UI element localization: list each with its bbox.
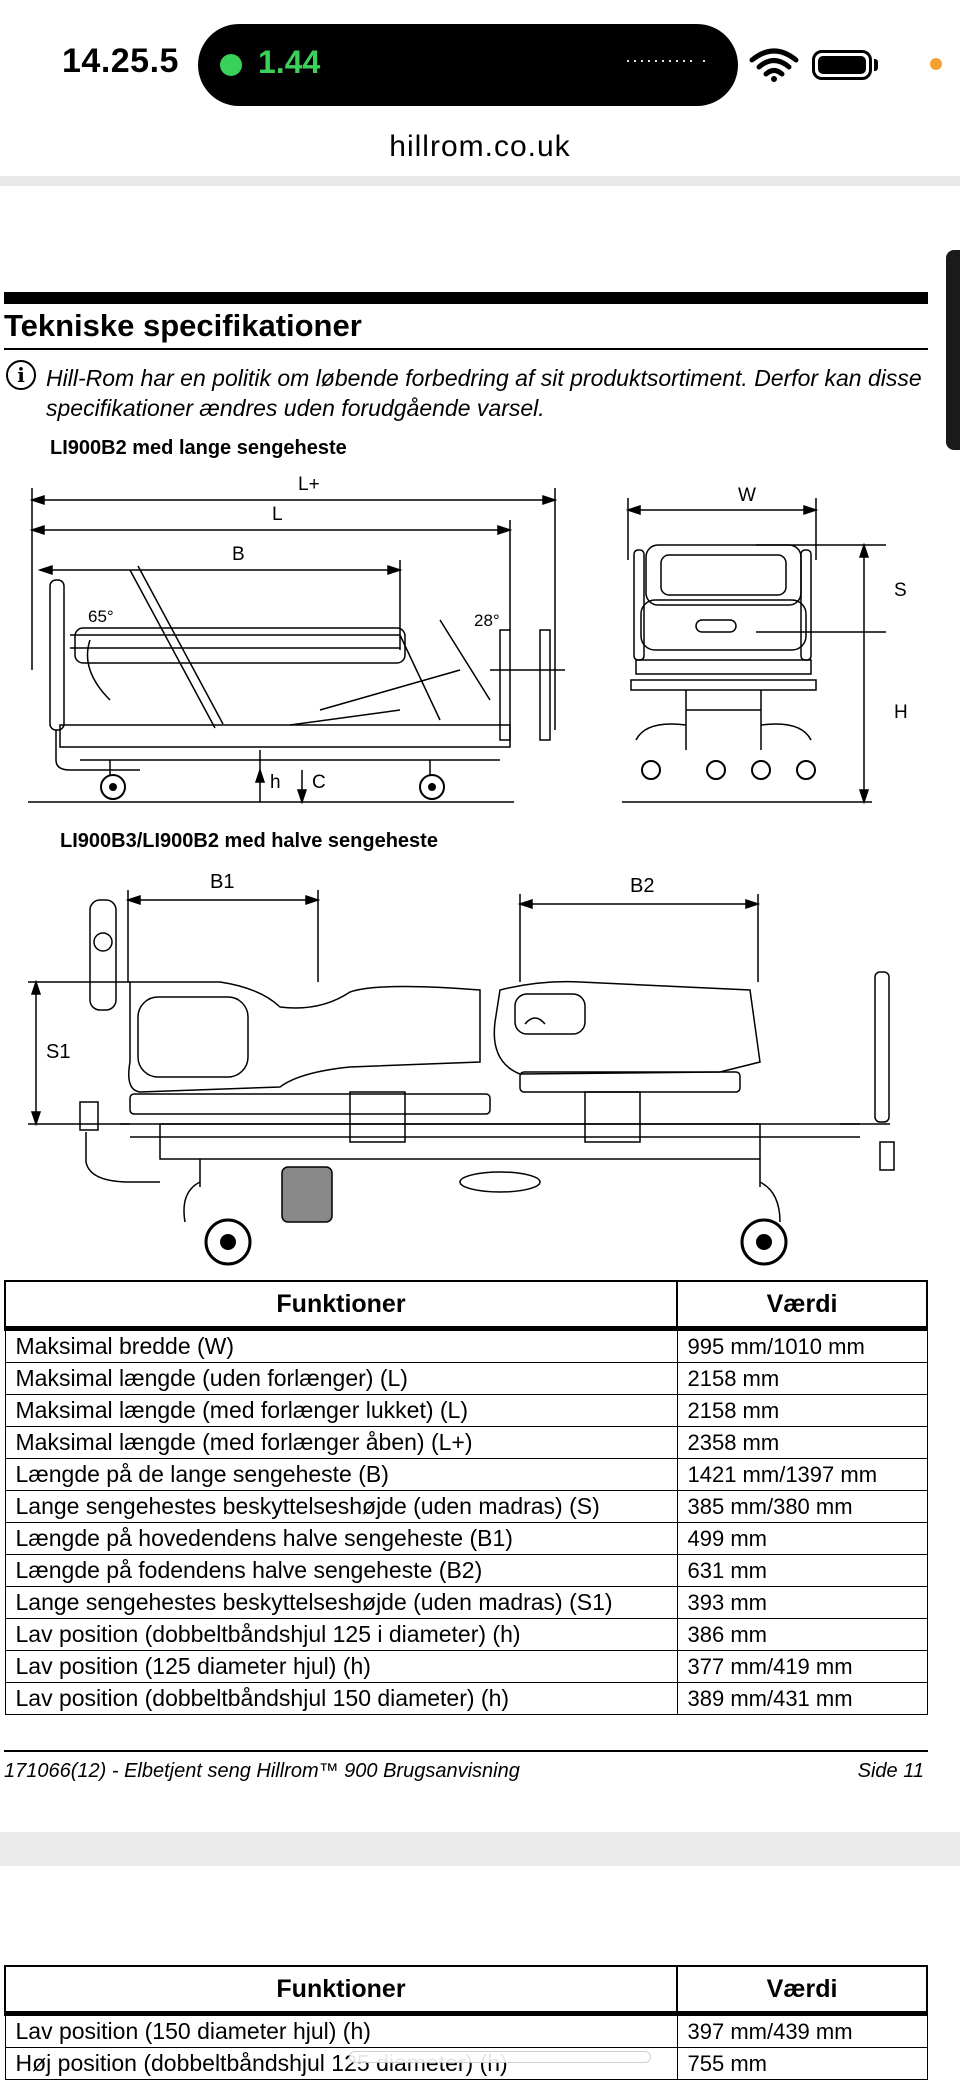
table-row: Lav position (dobbeltbåndshjul 125 i dia…: [4, 1618, 928, 1651]
label-b2: B2: [630, 875, 654, 897]
bed-half-rails-diagram: B1 B2 S1: [28, 871, 895, 1266]
label-angle-head: 65°: [88, 607, 114, 626]
row-label: Lav position (150 diameter hjul) (h): [4, 2013, 678, 2048]
table-row: Lav position (125 diameter hjul) (h)377 …: [4, 1650, 928, 1683]
mic-indicator-icon: [930, 58, 942, 70]
row-value: 393 mm: [676, 1586, 928, 1619]
table-row: Maksimal bredde (W)995 mm/1010 mm: [4, 1328, 928, 1363]
table-row: Lange sengehestes beskyttelseshøjde (ude…: [4, 1586, 928, 1619]
battery-tip: [874, 59, 878, 71]
label-b1: B1: [210, 871, 234, 893]
page-title: Tekniske specifikationer: [4, 308, 362, 343]
row-value: 385 mm/380 mm: [676, 1490, 928, 1523]
table-row: Lav position (150 diameter hjul) (h)397 …: [4, 2013, 928, 2048]
table-row: Maksimal længde (med forlænger lukket) (…: [4, 1394, 928, 1427]
status-bar: 14.25.5 1.44 ·········· · hillrom.co.uk: [0, 0, 960, 163]
label-h: h: [270, 772, 281, 793]
label-l: L: [272, 504, 283, 525]
row-label: Maksimal længde (med forlænger åben) (L+…: [4, 1426, 678, 1459]
label-w: W: [738, 485, 756, 506]
row-value: 499 mm: [676, 1522, 928, 1555]
label-lplus: L+: [298, 474, 320, 495]
address-bar-url[interactable]: hillrom.co.uk: [389, 130, 571, 163]
wifi-icon: [749, 48, 799, 82]
label-b: B: [232, 544, 245, 565]
row-value: 386 mm: [676, 1618, 928, 1651]
table-row: Længde på fodendens halve sengeheste (B2…: [4, 1554, 928, 1587]
title-underline: [4, 348, 928, 350]
audio-waveform: ·········· ·: [625, 50, 708, 70]
column-header-functions: Funktioner: [4, 1965, 678, 2016]
label-s: S: [894, 580, 907, 601]
row-label: Lange sengehestes beskyttelseshøjde (ude…: [4, 1586, 678, 1619]
section-rule: [4, 292, 928, 304]
row-label: Længde på hovedendens halve sengeheste (…: [4, 1522, 678, 1555]
row-value: 397 mm/439 mm: [676, 2013, 928, 2048]
row-value: 1421 mm/1397 mm: [676, 1458, 928, 1491]
scrollbar-handle[interactable]: [946, 250, 960, 450]
table-row: Længde på hovedendens halve sengeheste (…: [4, 1522, 928, 1555]
label-c: C: [312, 772, 326, 793]
row-label: Lav position (125 diameter hjul) (h): [4, 1650, 678, 1683]
column-header-functions: Funktioner: [4, 1280, 678, 1331]
row-value: 755 mm: [676, 2047, 928, 2080]
column-header-value: Værdi: [676, 1280, 928, 1331]
column-header-value: Værdi: [676, 1965, 928, 2016]
row-label: Maksimal længde (uden forlænger) (L): [4, 1362, 678, 1395]
row-value: 2158 mm: [676, 1394, 928, 1427]
row-label: Lav position (dobbeltbåndshjul 125 i dia…: [4, 1618, 678, 1651]
row-value: 995 mm/1010 mm: [676, 1328, 928, 1363]
call-timer: 1.44: [258, 44, 321, 80]
row-value: 2358 mm: [676, 1426, 928, 1459]
toolbar-divider: [0, 176, 960, 186]
bed-end-view-diagram: W S H: [622, 485, 908, 805]
spec-table: Funktioner Værdi Maksimal bredde (W)995 …: [4, 1280, 928, 1715]
label-s1: S1: [46, 1041, 70, 1063]
footer-rule: [4, 1750, 928, 1752]
diagram-title-half-rails: LI900B3/LI900B2 med halve sengeheste: [60, 830, 438, 852]
row-label: Lange sengehestes beskyttelseshøjde (ude…: [4, 1490, 678, 1523]
info-icon: i: [6, 360, 36, 390]
table-row: Lav position (dobbeltbåndshjul 150 diame…: [4, 1682, 928, 1715]
call-indicator-icon: [220, 54, 242, 76]
row-value: 631 mm: [676, 1554, 928, 1587]
dynamic-island[interactable]: 1.44 ·········· ·: [198, 24, 738, 106]
row-label: Længde på de lange sengeheste (B): [4, 1458, 678, 1491]
row-label: Længde på fodendens halve sengeheste (B2…: [4, 1554, 678, 1587]
battery-icon: [812, 50, 872, 80]
bed-side-view-diagram: L+ L B 65° 28° h C: [28, 474, 565, 805]
label-hh: H: [894, 702, 908, 723]
table-row: Lange sengehestes beskyttelseshøjde (ude…: [4, 1490, 928, 1523]
row-label: Maksimal længde (med forlænger lukket) (…: [4, 1394, 678, 1427]
row-label: Maksimal bredde (W): [4, 1328, 678, 1363]
table-row: Maksimal længde (med forlænger åben) (L+…: [4, 1426, 928, 1459]
row-value: 389 mm/431 mm: [676, 1682, 928, 1715]
diagram-title-long-rails: LI900B2 med lange sengeheste: [50, 437, 347, 459]
table-header-row: Funktioner Værdi: [4, 1965, 928, 2016]
spec-table-continued: Funktioner Værdi Lav position (150 diame…: [4, 1965, 928, 2080]
page-separator: [0, 1832, 960, 1866]
row-value: 377 mm/419 mm: [676, 1650, 928, 1683]
row-value: 2158 mm: [676, 1362, 928, 1395]
table-row: Længde på de lange sengeheste (B)1421 mm…: [4, 1458, 928, 1491]
table-row: Maksimal længde (uden forlænger) (L)2158…: [4, 1362, 928, 1395]
status-time: 14.25.5: [62, 42, 179, 80]
document-footer: 171066(12) - Elbetjent seng Hillrom™ 900…: [4, 1760, 520, 1782]
label-angle-foot: 28°: [474, 611, 500, 630]
home-indicator[interactable]: [350, 2052, 650, 2062]
table-header-row: Funktioner Værdi: [4, 1280, 928, 1331]
notice-text: Hill-Rom har en politik om løbende forbe…: [46, 365, 922, 421]
row-label: Lav position (dobbeltbåndshjul 150 diame…: [4, 1682, 678, 1715]
page-number: Side 11: [857, 1760, 924, 1782]
